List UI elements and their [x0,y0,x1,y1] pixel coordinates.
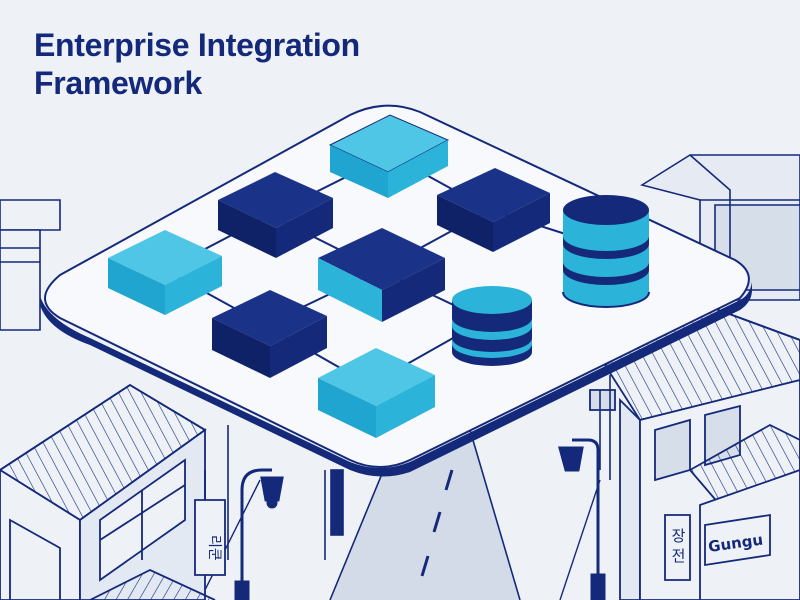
left-sign-text: 리쿤 [206,535,222,561]
title-line-1: Enterprise Integration [34,27,360,63]
module-block-cyan-bottom[interactable] [318,348,435,438]
module-block-navy-1[interactable] [218,172,333,258]
title-line-2: Framework [34,65,203,101]
platform-supports [227,375,611,560]
module-block-navy-center[interactable] [318,228,445,322]
module-block-navy-3[interactable] [212,290,327,378]
house-left [0,383,226,600]
database-cylinder-large[interactable] [562,195,650,308]
module-block-cyan-left[interactable] [108,230,222,315]
shop-right [664,423,800,600]
module-block-cyan-top[interactable] [328,114,450,198]
background-building-left [0,199,61,331]
module-block-navy-2[interactable] [437,168,550,252]
page-title: Enterprise Integration Framework [34,26,454,102]
road [199,429,601,600]
street-lamp-right [558,438,606,600]
right-sign-text: 장 전 [669,528,687,563]
street-lamp-left [234,468,284,600]
database-cylinder-small[interactable] [452,286,532,366]
